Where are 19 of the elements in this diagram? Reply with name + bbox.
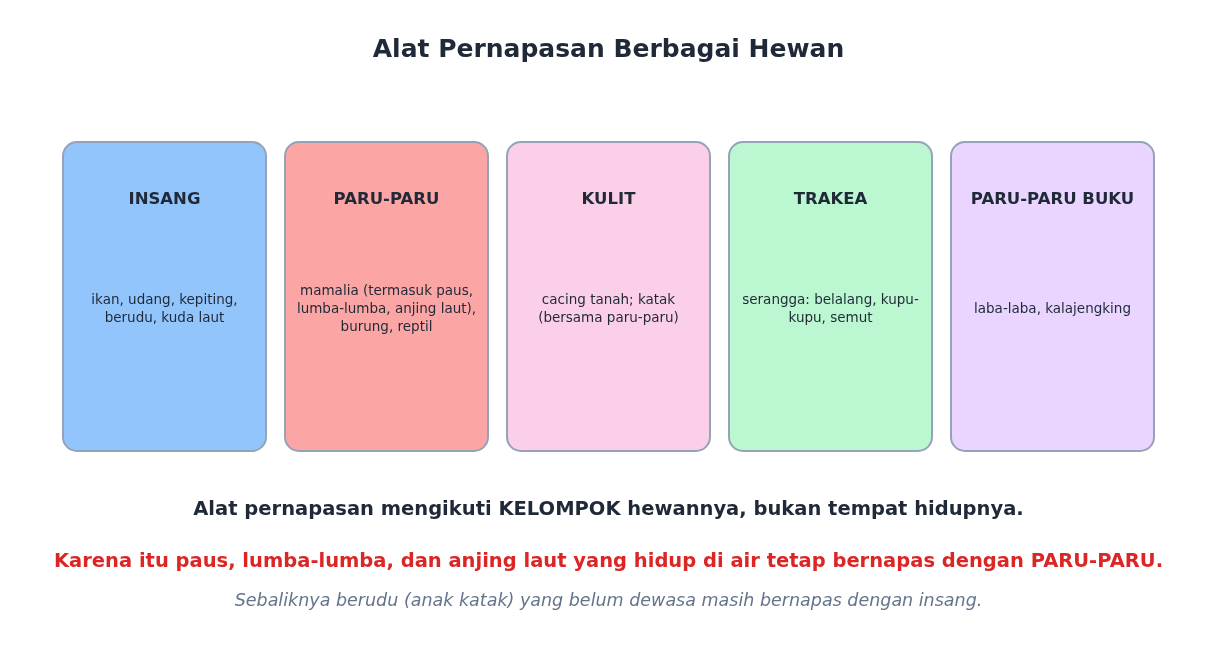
category-card <box>506 141 711 452</box>
card-heading: INSANG <box>127 189 202 208</box>
category-card <box>284 141 489 452</box>
card-heading: PARU-PARU <box>332 189 441 208</box>
card-heading: PARU-PARU BUKU <box>969 189 1136 208</box>
card-description: laba-laba, kalajengking <box>973 299 1132 317</box>
summary-note: Alat pernapasan mengikuti KELOMPOK hewannya, bukan tempat hidupnya. <box>192 497 1025 520</box>
card-description: mamalia (termasuk paus, lumba-lumba, anjing laut), burung, reptil <box>295 281 478 335</box>
emphasis-note: Karena itu paus, lumba-lumba, dan anjing laut yang hidup di air tetap bernapas dengan PARU-PARU. <box>52 549 1165 572</box>
category-card <box>62 141 267 452</box>
category-card <box>950 141 1155 452</box>
side-note: Sebaliknya berudu (anak katak) yang belum dewasa masih bernapas dengan insang. <box>233 590 984 610</box>
card-heading: KULIT <box>580 189 637 208</box>
diagram-title: Alat Pernapasan Berbagai Hewan <box>371 34 846 63</box>
card-heading: TRAKEA <box>792 189 869 208</box>
card-description: ikan, udang, kepiting, berudu, kuda laut <box>90 290 239 326</box>
category-card <box>728 141 933 452</box>
card-description: serangga: belalang, kupu-kupu, semut <box>741 290 920 326</box>
card-description: cacing tanah; katak (bersama paru-paru) <box>537 290 680 326</box>
